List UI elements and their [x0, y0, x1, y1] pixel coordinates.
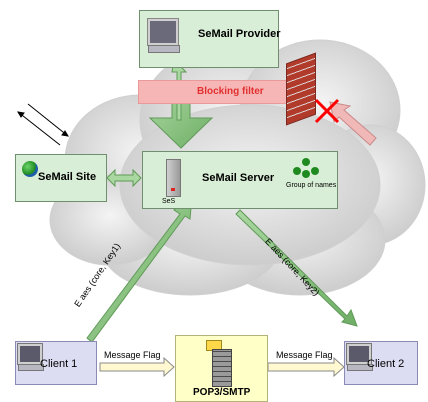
attack-arrow: [329, 101, 377, 146]
server-box: SeS SeMail Server Group of names: [142, 151, 338, 209]
server-label: SeMail Server: [202, 172, 275, 184]
site-box: SeMail Site: [15, 154, 107, 202]
site-server-arrow: [106, 168, 142, 188]
site-label: SeMail Site: [38, 171, 97, 183]
filter-label: Blocking filter: [197, 86, 264, 97]
blocking-filter: Blocking filter: [138, 80, 300, 104]
client2-computer-icon: [347, 344, 371, 364]
client2-label: Client 2: [367, 358, 405, 370]
provider-label: SeMail Provider: [198, 28, 281, 40]
flag-label-left: Message Flag: [104, 350, 161, 360]
pop-box: POP3/SMTP: [175, 335, 268, 402]
server-to-client2-arrow: [235, 209, 358, 327]
flag-label-right: Message Flag: [276, 350, 333, 360]
globe-icon: [22, 161, 38, 177]
group-label: Group of names: [286, 182, 337, 189]
client1-computer-base-icon: [18, 364, 44, 371]
client1-box: Client 1: [15, 341, 97, 385]
server-tower-icon: [166, 159, 181, 197]
client2-box: Client 2: [344, 341, 418, 385]
client2-computer-base-icon: [347, 364, 373, 371]
client1-computer-icon: [18, 344, 42, 364]
group-icon: [293, 158, 319, 178]
provider-computer-icon: [148, 19, 178, 45]
server-box-label: SeS: [162, 198, 176, 205]
blocked-x-icon: [314, 98, 340, 124]
mail-server-icon: [212, 349, 232, 387]
client1-label: Client 1: [40, 358, 78, 370]
pop-label: POP3/SMTP: [193, 387, 251, 398]
signal-arrows: [17, 103, 69, 146]
provider-box: SeMail Provider: [139, 10, 281, 68]
provider-computer-base-icon: [148, 45, 180, 53]
flag-arrow-left: [99, 356, 175, 378]
flag-arrow-right: [267, 356, 345, 378]
